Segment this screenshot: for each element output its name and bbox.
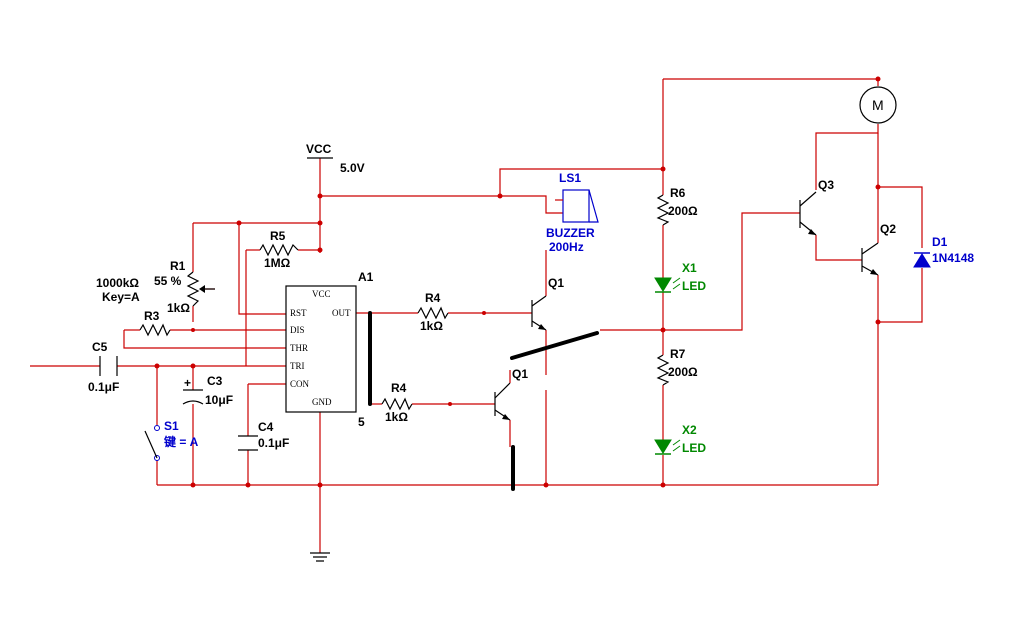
timer-pin-vcc: VCC [312, 289, 331, 299]
resistor-r7: R7 200Ω [656, 345, 698, 386]
timer-pin-gnd: GND [312, 397, 332, 407]
vcc-label: VCC [306, 142, 332, 156]
bus-lines [368, 311, 599, 491]
r4a-ref: R4 [425, 291, 441, 305]
r5-value: 1MΩ [264, 256, 291, 270]
x1-type: LED [682, 279, 706, 293]
timer-pin-con: CON [290, 379, 310, 389]
r1-key: Key=A [102, 290, 140, 304]
r6-ref: R6 [670, 186, 686, 200]
vcc-voltage: 5.0V [340, 161, 365, 175]
timer-variant: 5 [358, 415, 365, 429]
led-x2: X2 LED [654, 423, 706, 455]
diode-d1: D1 1N4148 [913, 235, 974, 268]
r6-value: 200Ω [668, 204, 698, 218]
timer-pin-out: OUT [332, 308, 351, 318]
vcc-source: VCC 5.0V [306, 142, 365, 175]
c3-polarity: + [184, 376, 191, 390]
r4a-value: 1kΩ [420, 319, 443, 333]
q1b-ref: Q1 [512, 367, 528, 381]
potentiometer-r1: R1 55 % 1000kΩ Key=A 1kΩ [96, 259, 215, 315]
c4-ref: C4 [258, 420, 274, 434]
r1-value: 1kΩ [167, 301, 190, 315]
r1-percent: 55 % [154, 274, 182, 288]
buzzer-ls1: LS1 BUZZER 200Hz [546, 171, 599, 254]
s1-ref: S1 [164, 419, 179, 433]
led-x1: X1 LED [654, 261, 706, 293]
capacitor-c5: C5 0.1μF [88, 340, 119, 394]
transistor-q1-upper: Q1 [531, 276, 564, 331]
timer-ref: A1 [358, 270, 374, 284]
timer-pin-rst: RST [290, 308, 307, 318]
r7-value: 200Ω [668, 365, 698, 379]
capacitor-c3: + C3 10μF [182, 374, 233, 407]
q2-ref: Q2 [880, 222, 896, 236]
r1-ref: R1 [170, 259, 186, 273]
r5-ref: R5 [270, 229, 286, 243]
x2-type: LED [682, 441, 706, 455]
timer-pin-tri: TRI [290, 361, 305, 371]
resistor-r4-lower: R4 1kΩ [381, 381, 413, 424]
r1-total: 1000kΩ [96, 276, 139, 290]
timer-pin-dis: DIS [290, 325, 305, 335]
ground-symbol [310, 552, 330, 562]
resistor-r4-upper: R4 1kΩ [417, 291, 449, 333]
ls1-type: BUZZER [546, 226, 595, 240]
switch-s1: S1 键 = A [144, 419, 199, 461]
r4b-value: 1kΩ [385, 410, 408, 424]
transistor-q2: Q2 [861, 222, 896, 276]
capacitor-c4: C4 0.1μF [238, 420, 289, 451]
resistor-r6: R6 200Ω [656, 186, 698, 226]
ls1-ref: LS1 [559, 171, 581, 185]
r3-ref: R3 [144, 309, 160, 323]
x2-ref: X2 [682, 423, 697, 437]
resistor-r3: R3 [139, 309, 171, 337]
x1-ref: X1 [682, 261, 697, 275]
ls1-freq: 200Hz [549, 240, 584, 254]
c3-value: 10μF [205, 393, 233, 407]
q1a-ref: Q1 [548, 276, 564, 290]
r4b-ref: R4 [391, 381, 407, 395]
c3-ref: C3 [207, 374, 223, 388]
d1-type: 1N4148 [932, 251, 974, 265]
motor-symbol: M [872, 97, 884, 113]
r7-ref: R7 [670, 347, 686, 361]
c4-value: 0.1μF [258, 436, 289, 450]
junctions [154, 76, 881, 488]
timer-555: A1 VCC RST OUT DIS THR TRI CON GND 5 [285, 270, 374, 429]
s1-key: 键 = A [163, 434, 199, 449]
transistor-q3: Q3 [799, 178, 834, 236]
c5-value: 0.1μF [88, 380, 119, 394]
motor: M [859, 86, 897, 124]
wires [30, 78, 923, 553]
resistor-r5: R5 1MΩ [259, 229, 299, 270]
c5-ref: C5 [92, 340, 108, 354]
q3-ref: Q3 [818, 178, 834, 192]
d1-ref: D1 [932, 235, 948, 249]
timer-pin-thr: THR [290, 343, 308, 353]
transistor-q1-lower: Q1 [494, 367, 528, 421]
